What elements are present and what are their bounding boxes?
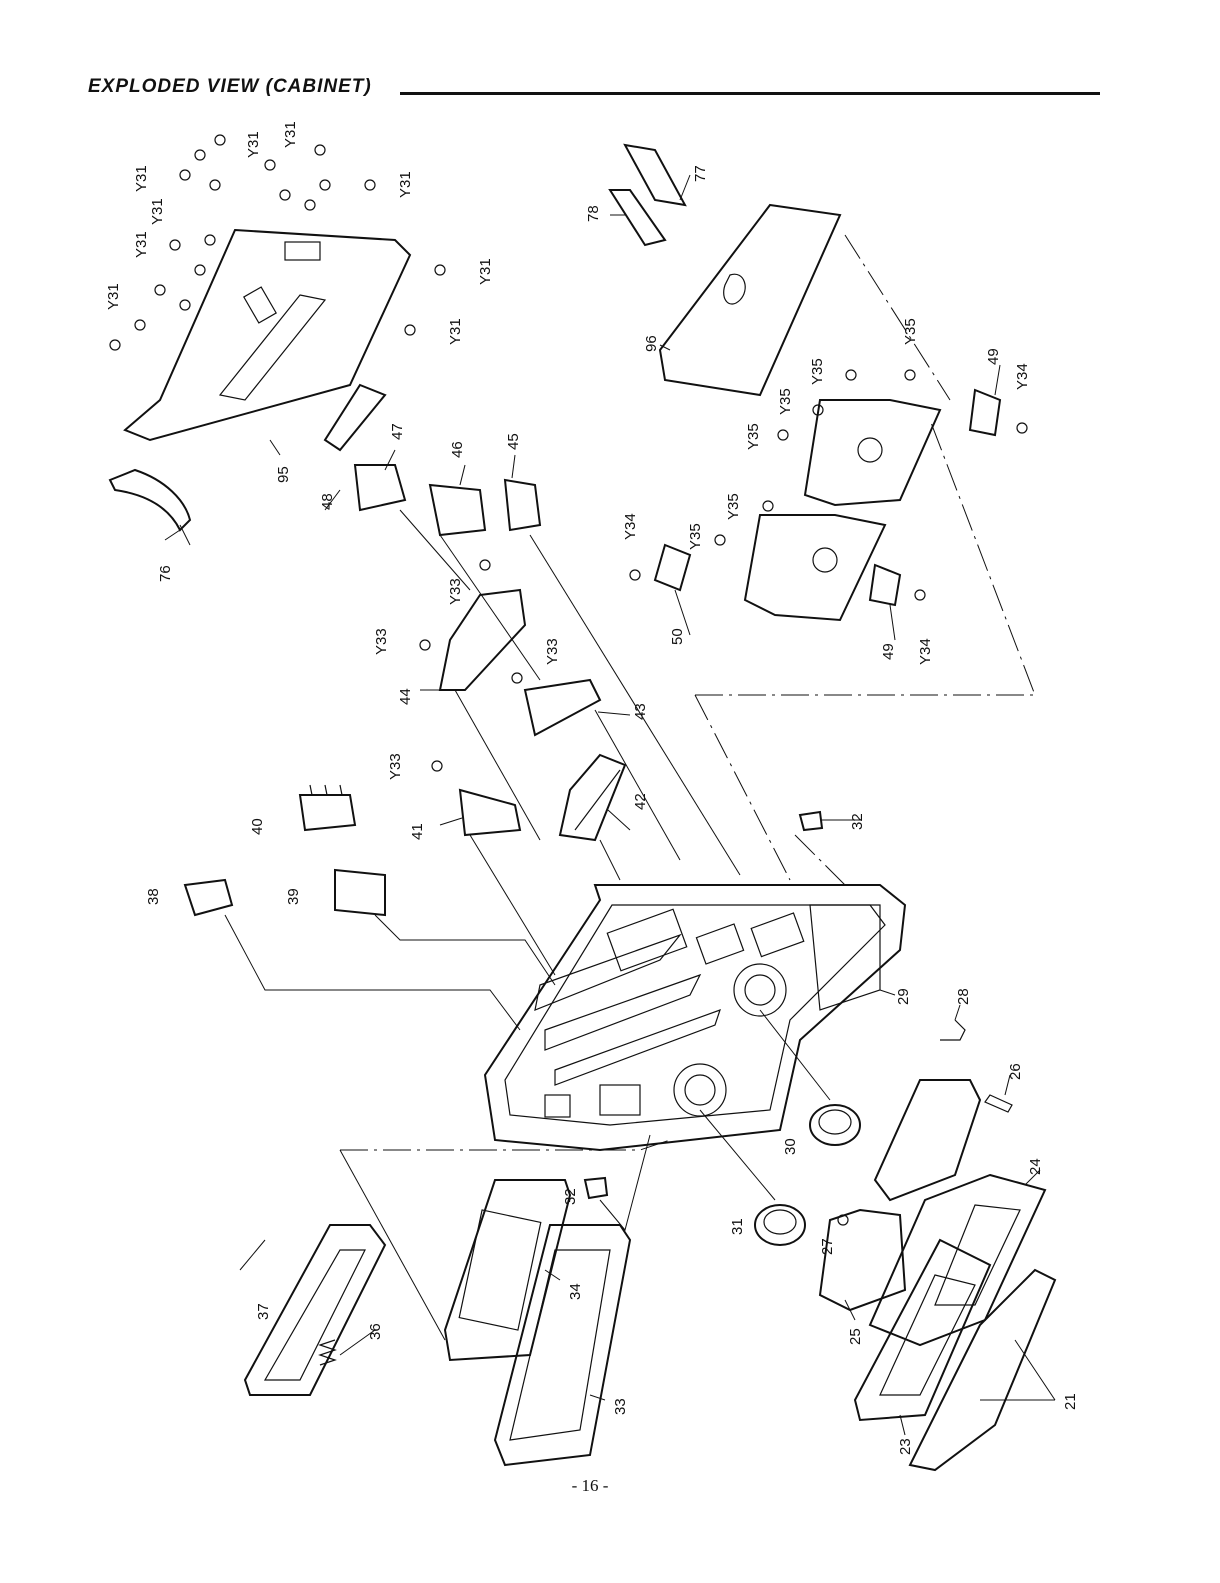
main-board-part-95 — [125, 230, 410, 440]
label-25: 25 — [847, 1328, 864, 1345]
label-37: 37 — [255, 1303, 272, 1320]
label-32-upper: 32 — [849, 813, 866, 830]
reference-lines — [340, 235, 1035, 1150]
label-50: 50 — [669, 628, 686, 645]
switch-part-40 — [300, 785, 355, 830]
label-y35-b: Y35 — [725, 493, 742, 520]
label-42: 42 — [632, 793, 649, 810]
label-41: 41 — [409, 823, 426, 840]
label-36: 36 — [367, 1323, 384, 1340]
label-y33-b: Y33 — [447, 578, 464, 605]
label-y31-g: Y31 — [397, 171, 414, 198]
switch-part-39 — [335, 870, 555, 985]
mechanism-chassis — [745, 400, 940, 620]
door-part-25 — [820, 1210, 905, 1310]
label-27: 27 — [819, 1238, 836, 1255]
switch-part-47 — [355, 465, 470, 590]
label-y33-a: Y33 — [373, 628, 390, 655]
spring-part-28 — [940, 1020, 965, 1040]
label-21: 21 — [1062, 1393, 1079, 1410]
label-y33-d: Y33 — [387, 753, 404, 780]
label-23: 23 — [897, 1438, 914, 1455]
label-33: 33 — [612, 1398, 629, 1415]
label-y31-c: Y31 — [149, 198, 166, 225]
label-76: 76 — [157, 565, 174, 582]
label-40: 40 — [249, 818, 266, 835]
label-49-lower: 49 — [880, 643, 897, 660]
switch-part-44 — [440, 590, 540, 840]
label-y35-e: Y35 — [809, 358, 826, 385]
label-45: 45 — [505, 433, 522, 450]
label-47: 47 — [389, 423, 406, 440]
button-part-32-upper — [800, 812, 822, 830]
label-y35-c: Y35 — [745, 423, 762, 450]
label-y31-b: Y31 — [133, 231, 150, 258]
lid-part-33 — [495, 1225, 630, 1465]
label-y34-b: Y34 — [1014, 363, 1031, 390]
label-y31-i: Y31 — [447, 318, 464, 345]
label-32-lower: 32 — [562, 1188, 579, 1205]
holder-part-26 — [875, 1080, 1012, 1200]
label-y35-a: Y35 — [687, 523, 704, 550]
label-34: 34 — [567, 1283, 584, 1300]
label-95: 95 — [275, 466, 292, 483]
label-y31-h: Y31 — [477, 258, 494, 285]
switch-part-41 — [460, 790, 555, 975]
label-49-upper: 49 — [985, 348, 1002, 365]
label-26: 26 — [1007, 1063, 1024, 1080]
label-96: 96 — [643, 335, 660, 352]
label-y35-d: Y35 — [777, 388, 794, 415]
strip-part-78 — [610, 190, 665, 245]
label-y31-d: Y31 — [133, 165, 150, 192]
label-y34-a: Y34 — [622, 513, 639, 540]
label-31: 31 — [729, 1218, 746, 1235]
label-38: 38 — [145, 888, 162, 905]
trim-part-21 — [910, 1270, 1055, 1470]
label-29: 29 — [895, 988, 912, 1005]
label-y31-a: Y31 — [105, 283, 122, 310]
bracket-part-50 — [655, 545, 690, 590]
label-30: 30 — [782, 1138, 799, 1155]
knob-part-31 — [700, 1110, 805, 1245]
label-39: 39 — [285, 888, 302, 905]
label-44: 44 — [397, 688, 414, 705]
label-78: 78 — [585, 205, 602, 222]
label-y33-c: Y33 — [544, 638, 561, 665]
label-y34-c: Y34 — [917, 638, 934, 665]
ribbon-cable-part-76 — [110, 470, 190, 545]
leader-lines — [165, 175, 1040, 1435]
door-part-23 — [855, 1240, 990, 1420]
label-46: 46 — [449, 441, 466, 458]
front-cabinet-part-29 — [485, 885, 905, 1150]
bracket-part-48 — [325, 385, 385, 450]
bracket-part-49-upper — [970, 390, 1000, 435]
switch-part-42 — [560, 755, 625, 880]
switch-part-38 — [185, 880, 520, 1030]
label-28: 28 — [955, 988, 972, 1005]
label-y31-f: Y31 — [282, 121, 299, 148]
label-43: 43 — [632, 703, 649, 720]
page-number: - 16 - — [0, 1476, 1180, 1496]
switch-part-43 — [525, 680, 680, 860]
bracket-part-49-lower — [870, 565, 900, 605]
label-77: 77 — [692, 165, 709, 182]
label-24: 24 — [1027, 1158, 1044, 1175]
label-y35-f: Y35 — [902, 318, 919, 345]
label-y31-e: Y31 — [245, 131, 262, 158]
label-48: 48 — [319, 493, 336, 510]
